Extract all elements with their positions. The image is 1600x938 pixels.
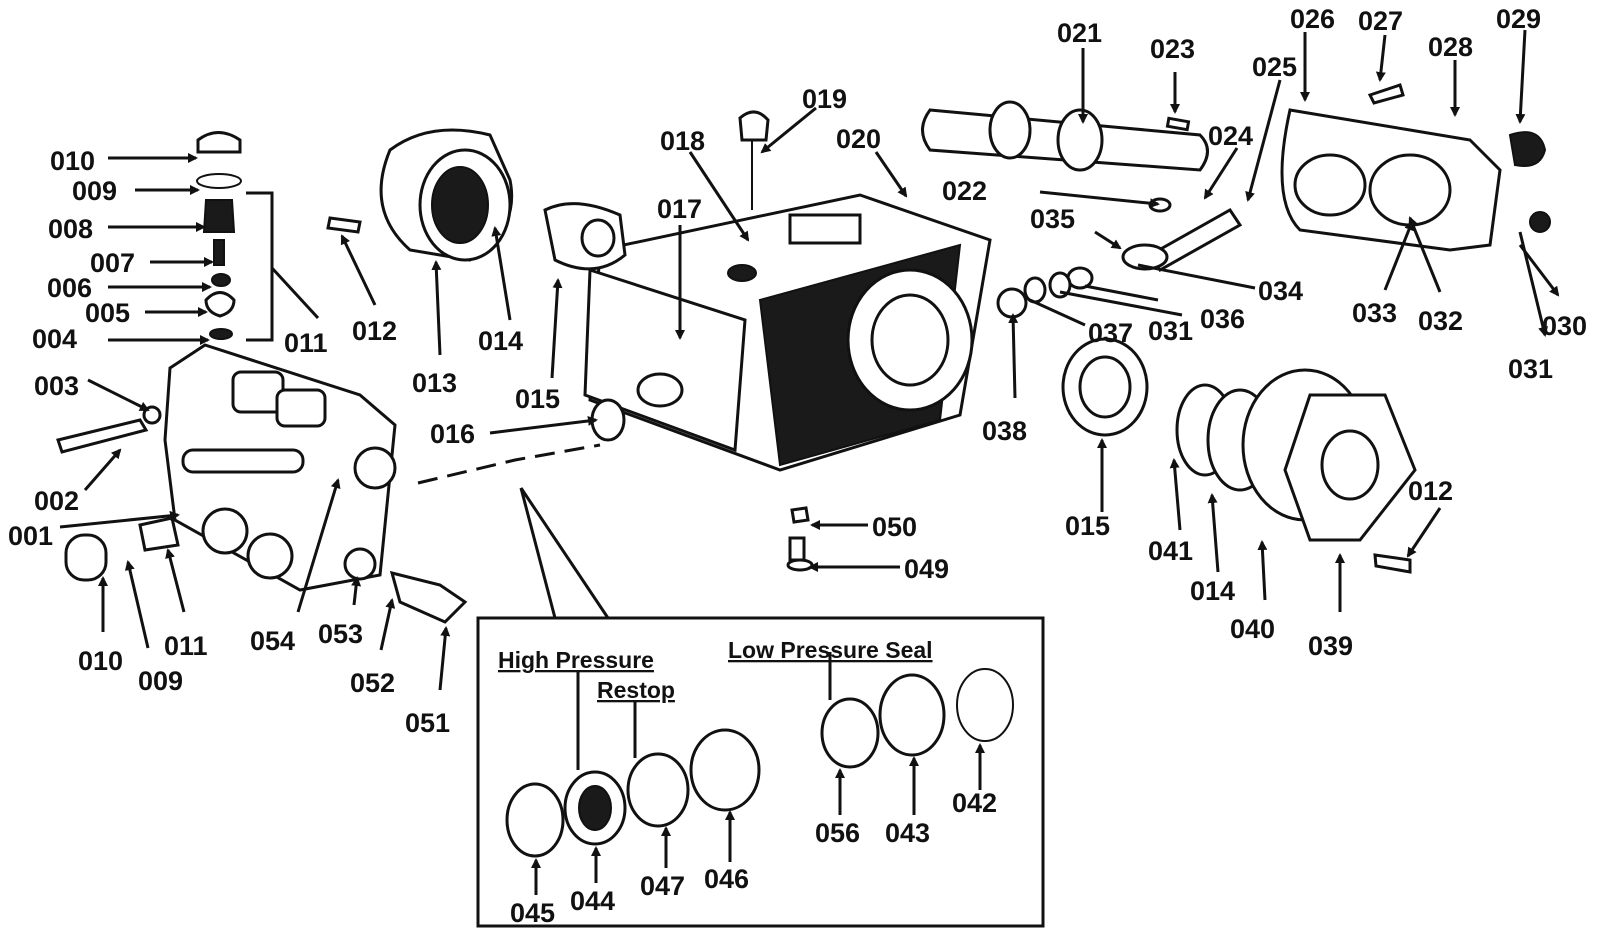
part-label-018: 018	[660, 126, 705, 156]
part-label-032: 032	[1418, 306, 1463, 336]
part-label-033: 033	[1352, 298, 1397, 328]
part-label-008: 008	[48, 214, 93, 244]
part-label-029: 029	[1496, 4, 1541, 34]
part-label-001: 001	[8, 521, 53, 551]
part-label-013: 013	[412, 368, 457, 398]
part-label-038: 038	[982, 416, 1027, 446]
part-label-021: 021	[1057, 18, 1102, 48]
part-label-009b: 009	[138, 666, 183, 696]
part-label-030: 030	[1542, 311, 1587, 341]
part-label-014b: 014	[1190, 576, 1235, 606]
part-label-052: 052	[350, 668, 395, 698]
part-label-009: 009	[72, 176, 117, 206]
part-label-050: 050	[872, 512, 917, 542]
part-label-010: 010	[50, 146, 95, 176]
part-label-053: 053	[318, 619, 363, 649]
part-label-015b: 015	[1065, 511, 1110, 541]
part-label-031: 031	[1148, 316, 1193, 346]
part-label-042: 042	[952, 788, 997, 818]
part-label-006: 006	[47, 273, 92, 303]
part-label-024: 024	[1208, 121, 1253, 151]
part-label-044: 044	[570, 886, 615, 916]
part-label-027: 027	[1358, 6, 1403, 36]
part-label-003: 003	[34, 371, 79, 401]
valve-stack	[196, 131, 274, 342]
bearing-flange	[1061, 337, 1417, 574]
inset-title-high-pressure: High Pressure	[498, 647, 654, 673]
part-label-004: 004	[32, 324, 77, 354]
part-label-054: 054	[250, 626, 295, 656]
part-label-020: 020	[836, 124, 881, 154]
part-label-047: 047	[640, 871, 685, 901]
part-label-011b: 011	[164, 631, 208, 661]
part-label-019: 019	[802, 84, 847, 114]
part-label-056: 056	[815, 818, 860, 848]
part-label-014: 014	[478, 326, 523, 356]
part-label-016: 016	[430, 419, 475, 449]
rear-cover	[1280, 83, 1551, 252]
part-label-010b: 010	[78, 646, 123, 676]
part-label-025: 025	[1252, 52, 1297, 82]
cover-assembly	[326, 128, 514, 262]
part-label-002: 002	[34, 486, 79, 516]
part-labels: 010 009 008 007 006 005 004 011 003 002 …	[8, 4, 1587, 928]
part-label-043: 043	[885, 818, 930, 848]
part-label-041: 041	[1148, 536, 1193, 566]
part-label-011: 011	[284, 328, 328, 358]
part-label-026: 026	[1290, 4, 1335, 34]
part-label-007: 007	[90, 248, 135, 278]
part-label-028: 028	[1428, 32, 1473, 62]
part-label-046: 046	[704, 864, 749, 894]
part-label-012: 012	[352, 316, 397, 346]
part-label-039: 039	[1308, 631, 1353, 661]
part-label-015: 015	[515, 384, 560, 414]
part-label-012b: 012	[1408, 476, 1453, 506]
part-label-037: 037	[1088, 318, 1133, 348]
part-label-040: 040	[1230, 614, 1275, 644]
part-label-023: 023	[1150, 34, 1195, 64]
part-label-036: 036	[1200, 304, 1245, 334]
part-label-051: 051	[405, 708, 450, 738]
manifold	[56, 343, 468, 624]
leader-lines	[59, 29, 1560, 895]
inset-title-low-pressure-seal: Low Pressure Seal	[728, 637, 933, 663]
part-label-017: 017	[657, 194, 702, 224]
part-label-049: 049	[904, 554, 949, 584]
part-label-022: 022	[942, 176, 987, 206]
part-label-005: 005	[85, 298, 130, 328]
part-label-045: 045	[510, 898, 555, 928]
part-label-031b: 031	[1508, 354, 1553, 384]
part-label-035: 035	[1030, 204, 1075, 234]
seal-kit-inset	[417, 443, 1045, 928]
part-label-034: 034	[1258, 276, 1303, 306]
inset-title-restop: Restop	[597, 677, 675, 703]
crankcase	[543, 110, 992, 572]
crankshaft-assembly	[921, 100, 1243, 319]
